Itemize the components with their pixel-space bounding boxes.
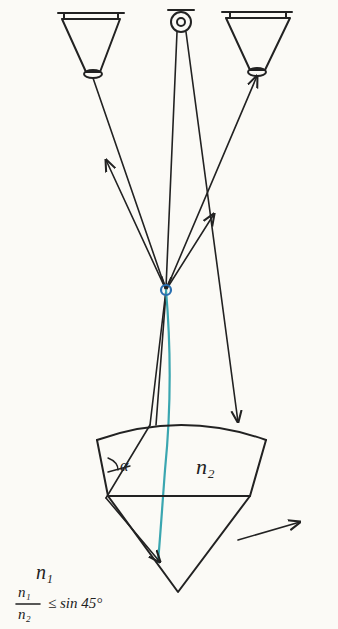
angle-label: α [120, 458, 128, 474]
fraction-denominator: n₂ [18, 607, 31, 622]
light-rays [93, 32, 257, 425]
exit-rays [106, 425, 300, 562]
fraction-bar [16, 603, 40, 605]
detector-cone [58, 13, 124, 78]
refractive-index: n₂ [196, 456, 215, 478]
cone-prism [97, 425, 266, 592]
fraction-numerator: n₁ [18, 585, 31, 600]
lamp [168, 10, 194, 32]
crossing-point [161, 285, 171, 295]
refractive-index: n₁ [36, 562, 53, 582]
condition-text: ≤ sin 45° [48, 596, 102, 611]
detector-cone [222, 12, 292, 76]
